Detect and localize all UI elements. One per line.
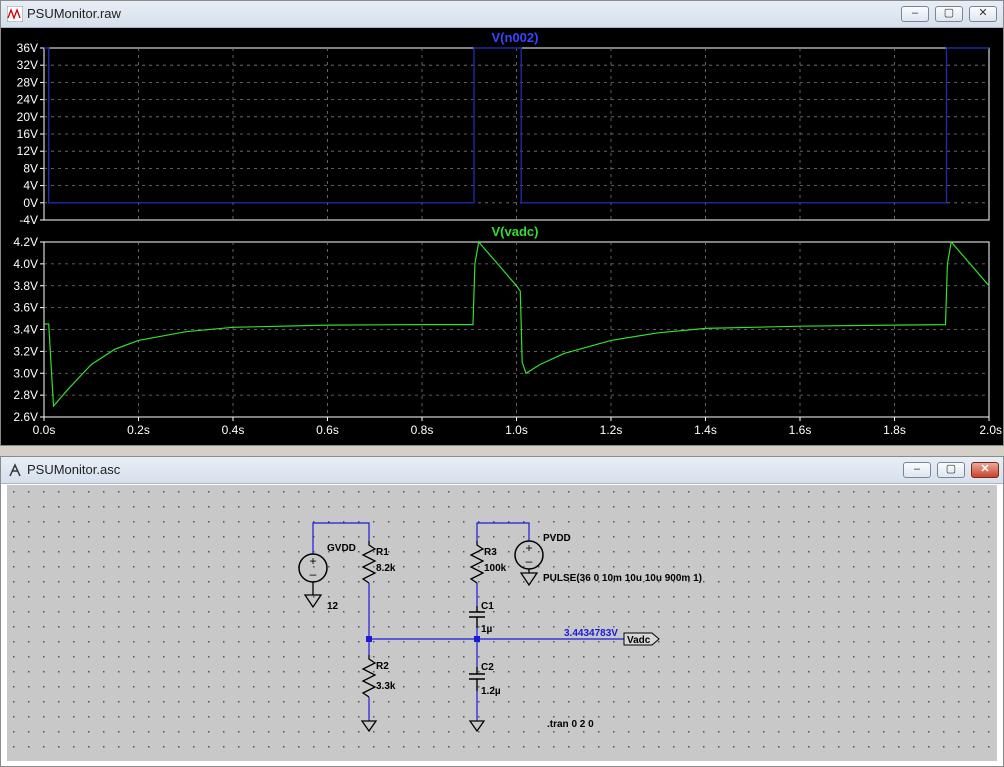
net-label-vadc[interactable]: Vadc (623, 632, 660, 646)
resistor-r1[interactable]: R1 8.2k (361, 541, 396, 584)
y-tick-label: 28V (17, 75, 38, 89)
trace-label-vadc[interactable]: V(vadc) (492, 224, 539, 239)
gvdd-label: GVDD (327, 543, 356, 554)
resistor-r3[interactable]: R3 100k (469, 541, 507, 584)
y-tick-label: 16V (17, 127, 38, 141)
y-tick-label: 24V (17, 93, 38, 107)
schematic-titlebar[interactable]: PSUMonitor.asc – ▢ ✕ (1, 457, 1003, 484)
x-tick-label: 0.6s (316, 423, 339, 437)
y-tick-label: -4V (19, 213, 38, 227)
c1-value: 1µ (481, 624, 493, 635)
r2-label: R2 (376, 661, 389, 672)
ground-symbol (360, 720, 378, 733)
y-tick-label: 32V (17, 58, 38, 72)
y-tick-label: 2.6V (13, 410, 38, 424)
y-tick-label: 3.2V (13, 344, 38, 358)
y-tick-label: 4V (23, 179, 38, 193)
ground-symbol (468, 720, 486, 733)
y-tick-label: 0V (23, 196, 38, 210)
y-tick-label: 4.2V (13, 235, 38, 249)
y-tick-label: 12V (17, 144, 38, 158)
pvdd-value: PULSE(36 0 10m 10u 10u 900m 1) (543, 573, 702, 584)
y-tick-label: 2.8V (13, 388, 38, 402)
x-tick-label: 0.8s (411, 423, 434, 437)
capacitor-c1[interactable]: C1 1µ (469, 601, 494, 635)
plot-grid (44, 242, 989, 417)
schematic-window: PSUMonitor.asc – ▢ ✕ (0, 456, 1004, 767)
r1-value: 8.2k (376, 563, 396, 574)
x-axis-ticks: 0.0s 0.2s 0.4s 0.6s 0.8s 1.0s 1.2s 1.4s 1.6s 1.8s… (33, 417, 1002, 437)
junction (474, 636, 480, 642)
y-tick-label: 3.0V (13, 366, 38, 380)
waveform-titlebar[interactable]: PSUMonitor.raw – ▢ ✕ (1, 1, 1003, 28)
y-tick-label: 20V (17, 110, 38, 124)
node-voltage-readout: 3.4434783V (564, 628, 618, 639)
r2-value: 3.3k (376, 681, 396, 692)
x-tick-label: 1.6s (789, 423, 812, 437)
r3-label: R3 (484, 547, 497, 558)
svg-text:+: + (309, 554, 316, 568)
junction (366, 636, 372, 642)
minimize-button[interactable]: – (901, 6, 929, 22)
pvdd-label: PVDD (543, 533, 571, 544)
trace-vn002[interactable] (44, 47, 989, 204)
waveform-app-icon (7, 6, 23, 22)
resistor-r2[interactable]: R2 3.3k (361, 655, 396, 698)
waveform-window-title: PSUMonitor.raw (27, 6, 121, 21)
r1-label: R1 (376, 547, 389, 558)
waveform-window: PSUMonitor.raw – ▢ ✕ 36V 32V 28V 24V 20V 16V 1… (0, 0, 1004, 446)
svg-text:–: – (526, 554, 533, 568)
x-tick-label: 0.0s (33, 423, 56, 437)
r3-value: 100k (484, 563, 507, 574)
net-label-text: Vadc (627, 635, 651, 646)
schematic-grid (7, 485, 997, 761)
x-tick-label: 0.2s (127, 423, 150, 437)
maximize-button[interactable]: ▢ (937, 462, 965, 478)
c2-value: 1.2µ (481, 686, 501, 697)
y-tick-label: 3.4V (13, 323, 38, 337)
maximize-button[interactable]: ▢ (935, 6, 963, 22)
y-tick-label: 8V (23, 161, 38, 175)
close-button[interactable]: ✕ (969, 6, 997, 22)
y-tick-label: 36V (17, 41, 38, 55)
x-tick-label: 1.4s (694, 423, 717, 437)
plot-vn002: 36V 32V 28V 24V 20V 16V 12V 8V 4V 0V -4V V(n002) (17, 30, 990, 227)
schematic-canvas[interactable]: + – GVDD 12 R1 8.2k R2 3.3k R3 100k (7, 485, 997, 761)
schematic-window-title: PSUMonitor.asc (27, 462, 121, 477)
schematic-app-icon (9, 463, 21, 477)
capacitor-c2[interactable]: C2 1.2µ (469, 662, 501, 697)
trace-vadc[interactable] (44, 240, 990, 408)
x-tick-label: 1.2s (600, 423, 623, 437)
x-tick-label: 1.8s (883, 423, 906, 437)
plot-grid (44, 48, 989, 220)
svg-text:+: + (525, 541, 532, 555)
voltage-source-gvdd[interactable]: + – GVDD 12 (298, 543, 356, 612)
c2-label: C2 (481, 662, 494, 673)
c1-label: C1 (481, 601, 494, 612)
minimize-button[interactable]: – (903, 462, 931, 478)
trace-label-vn002[interactable]: V(n002) (492, 30, 539, 45)
y-axis-ticks: 36V 32V 28V 24V 20V 16V 12V 8V 4V 0V -4V (17, 41, 44, 227)
y-tick-label: 3.6V (13, 301, 38, 315)
spice-directive[interactable]: .tran 0 2 0 (547, 719, 594, 730)
x-tick-label: 0.4s (222, 423, 245, 437)
gvdd-value: 12 (327, 601, 339, 612)
y-tick-label: 4.0V (13, 257, 38, 271)
y-tick-label: 3.8V (13, 279, 38, 293)
x-tick-label: 1.0s (505, 423, 528, 437)
close-button[interactable]: ✕ (971, 462, 999, 478)
svg-text:–: – (310, 567, 317, 581)
voltage-source-pvdd[interactable]: + – PVDD PULSE(36 0 10m 10u 10u 900m 1) (514, 533, 702, 587)
x-tick-label: 2.0s (979, 423, 1002, 437)
y-axis-ticks: 4.2V 4.0V 3.8V 3.6V 3.4V 3.2V 3.0V 2.8V 2.6V (13, 235, 44, 424)
waveform-canvas[interactable]: 36V 32V 28V 24V 20V 16V 12V 8V 4V 0V -4V V(n002) 4… (1, 28, 1003, 445)
